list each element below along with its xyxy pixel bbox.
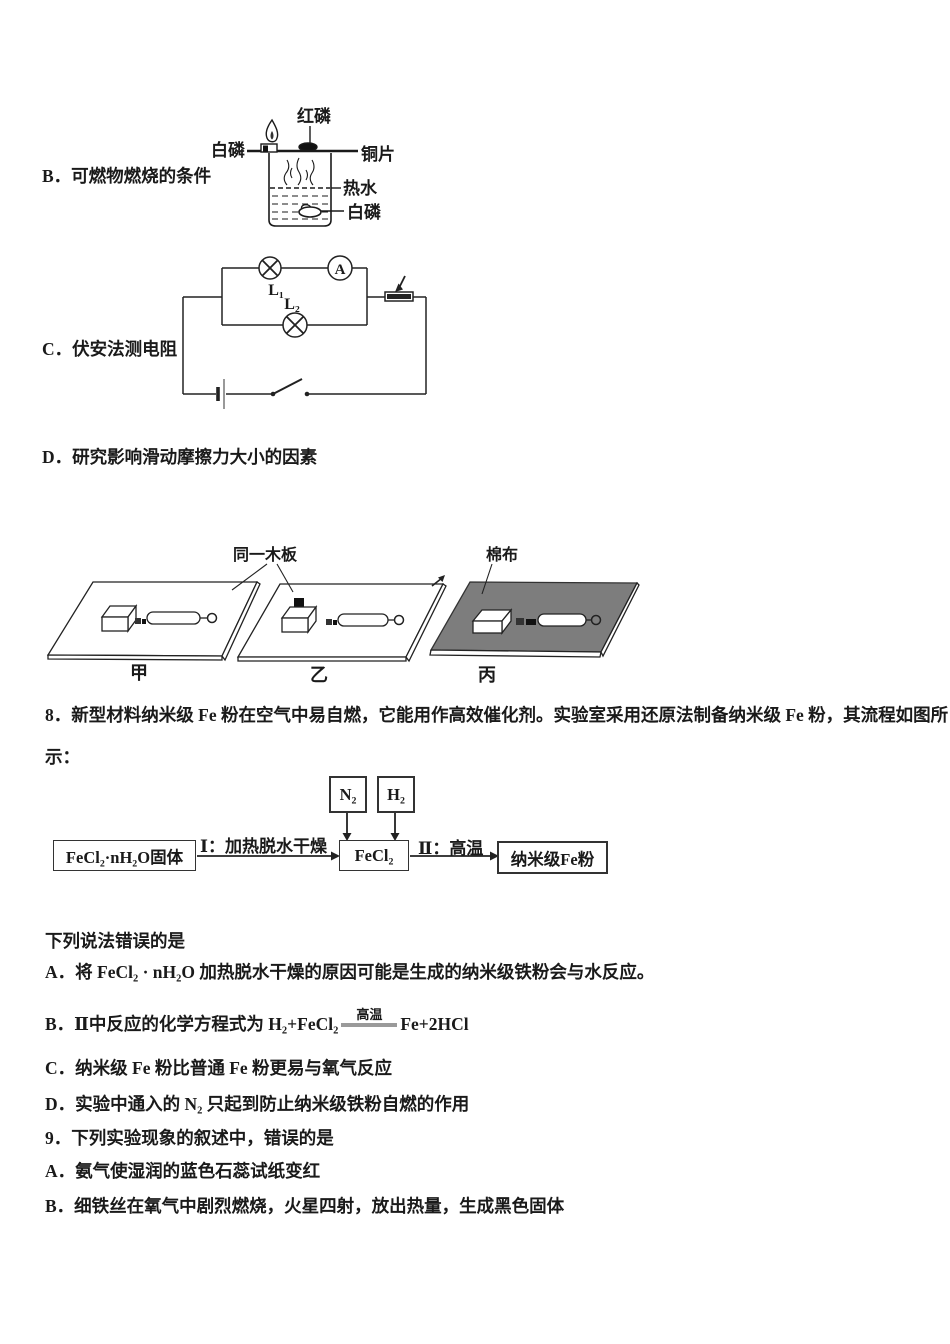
label-board3: 丙 — [478, 665, 496, 685]
label-hot-water: 热水 — [343, 178, 378, 198]
reaction-condition-text: 高温 — [356, 1007, 383, 1022]
reaction-condition-bar — [341, 1023, 398, 1028]
reaction-condition: 高温 — [341, 1007, 398, 1028]
switch-icon — [272, 378, 303, 395]
flame-icon — [265, 118, 279, 143]
combustion-diagram: 红磷 白磷 铜片 热水 白磷 — [211, 106, 395, 227]
label-board1: 甲 — [130, 663, 148, 683]
weight-on-block — [294, 598, 304, 609]
middle-text: FeCl₂ — [354, 845, 394, 865]
flow-step2-label: Ⅱ：高温 — [418, 839, 484, 858]
option-b-label: B．可燃物燃烧的条件 — [42, 166, 212, 186]
flow-box-input: FeCl₂·nH₂O固体 — [53, 840, 196, 871]
option-c-label: C．伏安法测电阻 — [42, 339, 178, 359]
label-cotton: 棉布 — [486, 545, 518, 564]
q8-option-b-prefix: B．Ⅱ中反应的化学方程式为 H₂+FeCl₂ — [45, 1014, 339, 1034]
label-white-phosphorus-bottom: 白磷 — [347, 202, 382, 222]
input-text: FeCl₂·nH₂O固体 — [65, 847, 184, 867]
flow-box-middle: FeCl₂ — [339, 840, 409, 871]
friction-diagram: 同一木板 棉布 甲 乙 丙 — [46, 545, 640, 685]
lamp1-label: L₁ — [268, 282, 284, 299]
flow-box-output: 纳米级Fe粉 — [497, 841, 608, 874]
label-same-board: 同一木板 — [233, 545, 298, 564]
q9-stem: 9．下列实验现象的叙述中，错误的是 — [45, 1128, 334, 1148]
flow-box-n2: N₂ — [329, 776, 367, 813]
q8-stem-line2: 示： — [45, 747, 80, 767]
block-yi — [281, 617, 309, 633]
q8-option-b: B．Ⅱ中反应的化学方程式为 H₂+FeCl₂ 高温 Fe+2HCl — [45, 1007, 469, 1036]
label-white-phosphorus-top: 白磷 — [211, 140, 246, 160]
lamp2-label: L₂ — [284, 296, 300, 313]
h2-text: H₂ — [387, 784, 405, 804]
spring-scale-yi — [337, 613, 389, 627]
flow-box-h2: H₂ — [377, 776, 415, 813]
option-d-label: D．研究影响滑动摩擦力大小的因素 — [42, 447, 318, 467]
spring-scale-bing — [537, 613, 587, 627]
flow-arrows — [197, 812, 499, 861]
n2-text: N₂ — [339, 784, 357, 804]
circuit-diagram: A L₁ L₂ — [182, 255, 427, 409]
label-board2: 乙 — [310, 665, 328, 685]
label-red-phosphorus: 红磷 — [297, 106, 332, 126]
q8-option-a: A．将 FeCl₂ · nH₂O 加热脱水干燥的原因可能是生成的纳米级铁粉会与水… — [45, 962, 655, 982]
q9-option-b: B．细铁丝在氧气中剧烈燃烧，火星四射，放出热量，生成黑色固体 — [45, 1196, 565, 1216]
ammeter-letter: A — [335, 262, 346, 278]
flow-step1-label: Ⅰ：加热脱水干燥 — [200, 837, 327, 856]
white-phosphorus-block — [260, 143, 278, 153]
q8-stem-line1: 8．新型材料纳米级 Fe 粉在空气中易自燃，它能用作高效催化剂。实验室采用还原法… — [45, 705, 949, 725]
output-text: 纳米级Fe粉 — [510, 849, 595, 869]
q8-option-b-suffix: Fe+2HCl — [400, 1014, 469, 1034]
spring-scale-jia — [146, 611, 201, 625]
label-copper-sheet: 铜片 — [361, 144, 395, 164]
white-phosphorus-lump — [298, 206, 322, 218]
beaker — [268, 153, 332, 227]
block-bing — [472, 620, 503, 634]
block-jia — [101, 616, 129, 632]
q8-prompt: 下列说法错误的是 — [45, 931, 185, 951]
q8-option-d: D．实验中通入的 N₂ 只起到防止纳米级铁粉自燃的作用 — [45, 1094, 470, 1114]
q8-option-c: C．纳米级 Fe 粉比普通 Fe 粉更易与氧气反应 — [45, 1058, 393, 1078]
q9-option-a: A．氨气使湿润的蓝色石蕊试纸变红 — [45, 1161, 321, 1181]
